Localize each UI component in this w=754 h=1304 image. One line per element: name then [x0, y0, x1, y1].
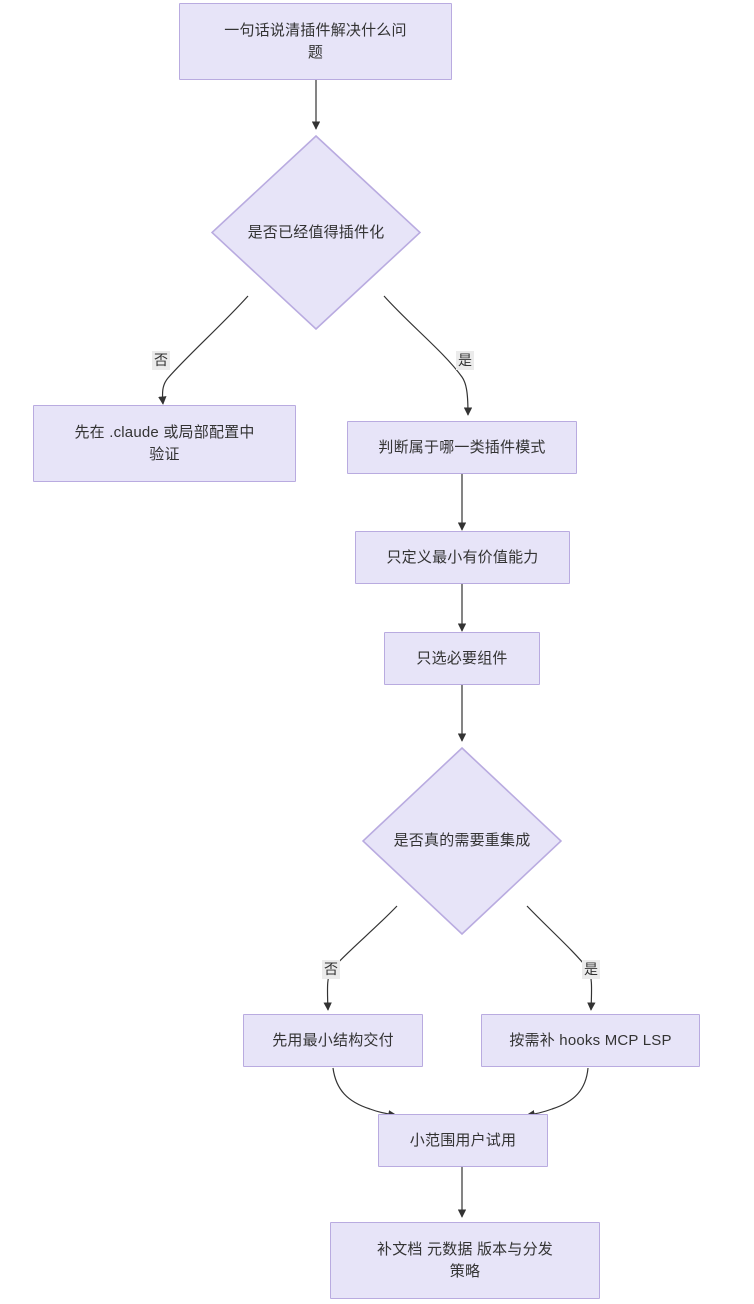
- diamond-shape: [362, 747, 562, 935]
- node-deliver-minimal-structure[interactable]: 先用最小结构交付: [243, 1014, 423, 1067]
- node-label: 先在 .claude 或局部配置中 验证: [74, 424, 255, 463]
- node-label: 先用最小结构交付: [272, 1031, 394, 1049]
- node-label: 补文档 元数据 版本与分发 策略: [377, 1241, 553, 1280]
- node-validate-in-claude-config[interactable]: 先在 .claude 或局部配置中 验证: [33, 405, 296, 482]
- node-add-hooks-mcp-lsp[interactable]: 按需补 hooks MCP LSP: [481, 1014, 700, 1067]
- node-label: 一句话说清插件解决什么问 题: [224, 22, 407, 61]
- node-decision-worth-plugin[interactable]: 是否已经值得插件化: [211, 135, 421, 330]
- node-problem-statement[interactable]: 一句话说清插件解决什么问 题: [179, 3, 452, 80]
- edge-label-no-2: 否: [322, 960, 340, 979]
- node-define-minimum-valuable-capability[interactable]: 只定义最小有价值能力: [355, 531, 570, 584]
- edge-n9-n10: [526, 1067, 589, 1119]
- node-label: 只定义最小有价值能力: [386, 548, 539, 566]
- node-label: 是否已经值得插件化: [247, 223, 385, 241]
- node-decision-need-heavy-integration[interactable]: 是否真的需要重集成: [362, 747, 562, 935]
- edge-n2-n3-no: [158, 295, 249, 405]
- diamond-shape: [211, 135, 421, 330]
- node-label: 判断属于哪一类插件模式: [378, 438, 546, 456]
- node-docs-metadata-versioning[interactable]: 补文档 元数据 版本与分发 策略: [330, 1222, 600, 1299]
- edge-label-yes-1: 是: [456, 351, 474, 370]
- node-label: 按需补 hooks MCP LSP: [509, 1031, 672, 1049]
- edge-n2-n4-yes: [383, 295, 473, 416]
- node-small-scale-user-trial[interactable]: 小范围用户试用: [378, 1114, 548, 1167]
- node-determine-plugin-mode[interactable]: 判断属于哪一类插件模式: [347, 421, 577, 474]
- node-select-necessary-components[interactable]: 只选必要组件: [384, 632, 540, 685]
- edge-label-yes-2: 是: [582, 960, 600, 979]
- edge-label-no-1: 否: [152, 351, 170, 370]
- node-label: 小范围用户试用: [409, 1131, 517, 1149]
- edge-n8-n10: [332, 1067, 397, 1119]
- node-label: 是否真的需要重集成: [393, 832, 531, 850]
- node-label: 只选必要组件: [416, 649, 508, 667]
